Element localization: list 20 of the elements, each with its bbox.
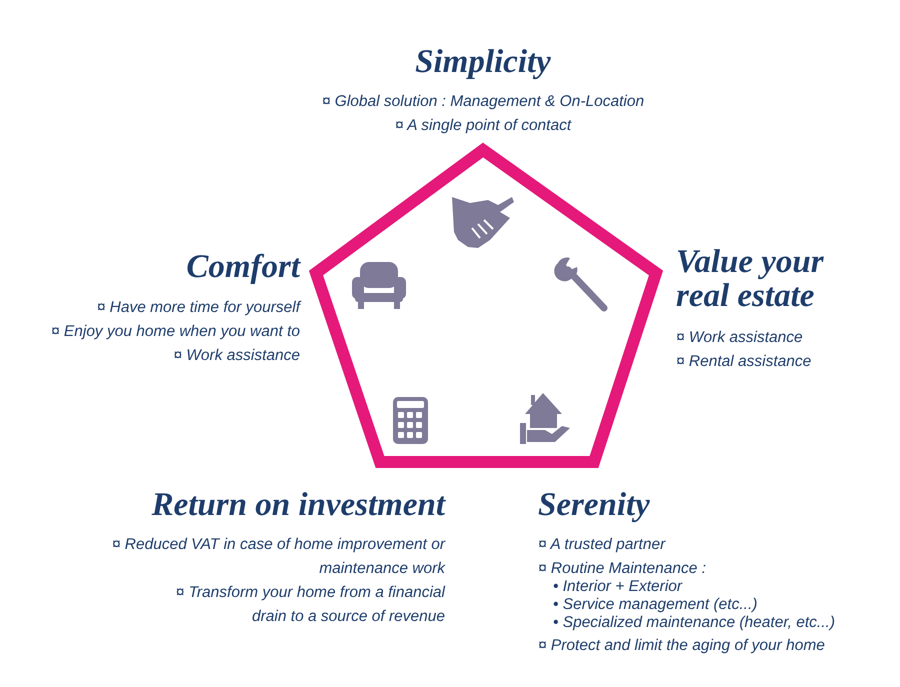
bullet-text: ¤ Rental assistance [676, 352, 812, 372]
section-heading: Value your real estate [676, 245, 825, 313]
section-heading: Comfort [185, 250, 300, 284]
bullet-text: ¤ Transform your home from a financial drain to a source of revenue [174, 583, 445, 627]
sub-bullet-text: • Interior + Exterior [553, 578, 684, 596]
bullet-text: ¤ Work assistance [676, 328, 804, 348]
bullet-text: ¤ Have more time for yourself [96, 298, 300, 318]
bullet-text: ¤ Routine Maintenance : [538, 559, 708, 579]
bullet-text: ¤ Enjoy you home when you want to [50, 322, 300, 342]
bullet-text: ¤ Protect and limit the aging of your home [538, 636, 826, 656]
bullet-text: ¤ Reduced VAT in case of home improvement or maintenance work [110, 535, 445, 579]
bullet-text: ¤ Global solution : Management & On-Location [320, 92, 646, 112]
bullet-text: ¤ Work assistance [172, 346, 300, 366]
bullet-text: ¤ A single point of contact [394, 116, 573, 136]
bullet-text: ¤ A trusted partner [538, 535, 667, 555]
section-heading: Serenity [538, 488, 651, 522]
section-heading: Return on investment [150, 488, 445, 522]
section-heading: Simplicity [414, 45, 552, 79]
sub-bullet-text: • Specialized maintenance (heater, etc...) [553, 614, 836, 632]
sub-bullet-text: • Service management (etc...) [553, 596, 758, 614]
